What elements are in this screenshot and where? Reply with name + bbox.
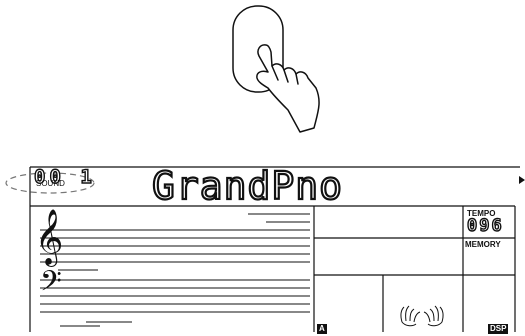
hands-icon: [401, 306, 443, 326]
treble-clef-icon: 𝄞: [35, 213, 63, 261]
music-staff: [40, 214, 310, 326]
a-indicator: A: [317, 318, 327, 336]
right-arrow-icon: [519, 176, 525, 184]
dsp-indicator: DSP: [488, 318, 508, 336]
voice-name-display: GrandPno: [152, 167, 343, 205]
memory-label: MEMORY: [465, 241, 501, 249]
a-indicator-label: A: [317, 324, 327, 334]
bass-clef-icon: 𝄢: [40, 268, 62, 302]
tempo-value-display: 096: [467, 218, 504, 235]
finger-press-icon: [233, 6, 319, 132]
sound-label: SOUND: [36, 180, 65, 188]
dsp-indicator-label: DSP: [488, 324, 508, 334]
